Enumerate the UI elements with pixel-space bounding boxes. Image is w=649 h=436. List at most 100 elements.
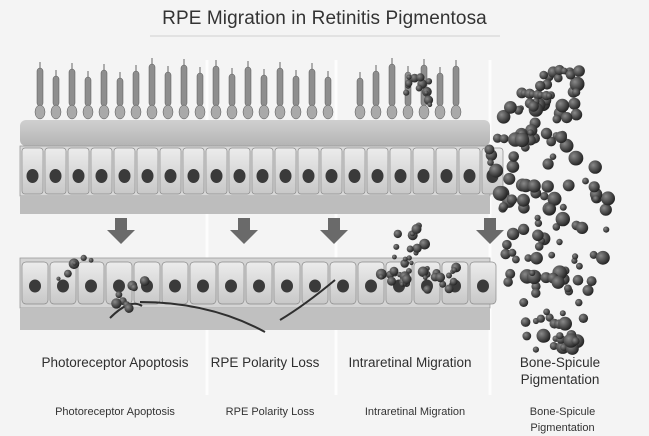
pigment-granule (573, 65, 585, 77)
pigment-granule (543, 158, 554, 169)
rpe-cell (390, 148, 411, 194)
panel-caption-rpe-polarity-loss: RPE Polarity Loss (205, 404, 335, 420)
pigment-granule (553, 115, 562, 124)
pigment-granule (413, 244, 422, 253)
photoreceptor-cell (163, 66, 173, 119)
pigment-granule (521, 317, 531, 327)
pigment-granule (508, 249, 516, 257)
pigment-granule (484, 145, 494, 155)
pigment-granule (403, 90, 409, 96)
pigment-granule (140, 276, 150, 286)
pigment-granule (508, 151, 519, 162)
pigment-granule (535, 81, 545, 91)
pigment-granule (392, 255, 397, 260)
pigment-granule (587, 276, 597, 286)
pigment-granule (539, 71, 548, 80)
photoreceptor-cell (211, 60, 221, 119)
rpe-cell (22, 262, 48, 304)
pigment-granule (545, 204, 556, 215)
rpe-cell (413, 148, 434, 194)
pigment-granule (503, 173, 515, 185)
pigment-granule (575, 299, 582, 306)
pigment-granule (502, 240, 512, 250)
pigment-granule (563, 180, 575, 192)
pigment-granule (89, 258, 94, 263)
down-arrow-icon (320, 218, 348, 244)
pigment-granule (418, 267, 429, 278)
photoreceptor-cell (147, 58, 157, 119)
photoreceptor-cell (131, 65, 141, 119)
rpe-cell (68, 148, 89, 194)
pigment-granule (81, 255, 87, 261)
photoreceptor-cell (259, 69, 269, 119)
pigment-granule (403, 257, 408, 262)
rpe-cell (459, 148, 480, 194)
pigment-granule (558, 317, 572, 331)
rpe-cell (183, 148, 204, 194)
pigment-granule (124, 304, 133, 313)
photoreceptor-cell (195, 67, 205, 119)
pigment-granule (535, 242, 544, 251)
pigment-granule (412, 224, 422, 234)
pigment-granule (111, 298, 121, 308)
pigment-granule (402, 274, 412, 284)
photoreceptor-cell (323, 71, 333, 119)
pigment-granule (560, 204, 567, 211)
pigment-granule (533, 347, 539, 353)
pigment-granule (503, 277, 513, 287)
rpe-cell (190, 262, 216, 304)
pigment-granule (423, 285, 432, 294)
pigment-granule (72, 261, 76, 265)
pigment-granule (505, 269, 515, 279)
pigment-granule (560, 310, 566, 316)
pigment-granule (507, 160, 520, 173)
pigment-granule (541, 128, 552, 139)
pigment-granule (554, 74, 563, 83)
rpe-cell (45, 148, 66, 194)
rpe-cell (330, 262, 356, 304)
photoreceptor-cell (35, 62, 45, 119)
pigment-granule (393, 244, 399, 250)
pigment-granule (427, 102, 432, 107)
rpe-cell (298, 148, 319, 194)
rpe-cell (367, 148, 388, 194)
pigment-granule (546, 93, 552, 99)
photoreceptor-cell (243, 61, 253, 119)
photoreceptor-cell (67, 63, 77, 119)
pigment-granule (556, 332, 563, 339)
photoreceptor-cell (387, 58, 397, 119)
pigment-granule (552, 276, 565, 289)
down-arrows (107, 218, 504, 244)
pigment-granule (436, 273, 446, 283)
pigment-granule (582, 178, 589, 185)
pigment-granule (507, 194, 517, 204)
photoreceptor-cell (291, 70, 301, 119)
pigment-granule (576, 263, 583, 270)
pigment-granule (556, 239, 562, 245)
photoreceptor-cell (83, 71, 93, 119)
pigment-granule (452, 267, 457, 272)
panel-label-photoreceptor-apoptosis: Photoreceptor Apoptosis (40, 354, 190, 371)
photoreceptor-cell (275, 62, 285, 119)
pigment-granule (504, 101, 517, 114)
pigment-granule (550, 153, 557, 160)
rpe-cell (344, 148, 365, 194)
pigment-granule (493, 186, 508, 201)
pigment-granule (530, 252, 543, 265)
pigment-granule (499, 202, 508, 211)
panel-caption-intraretinal-migration: Intraretinal Migration (340, 404, 490, 420)
pigment-granule (555, 131, 567, 143)
pigment-granule (528, 179, 541, 192)
pigment-granule (131, 284, 138, 291)
pigment-granule (64, 270, 72, 278)
pigment-granule (529, 270, 535, 276)
pigment-granule (579, 314, 588, 323)
pigment-granule (540, 192, 548, 200)
pigment-granule (603, 227, 609, 233)
pigment-granule (531, 289, 540, 298)
down-arrow-icon (476, 218, 504, 244)
rpe-cell (114, 148, 135, 194)
pigment-granule (583, 285, 594, 296)
pigment-granule (487, 159, 494, 166)
pigment-granule (589, 181, 600, 192)
